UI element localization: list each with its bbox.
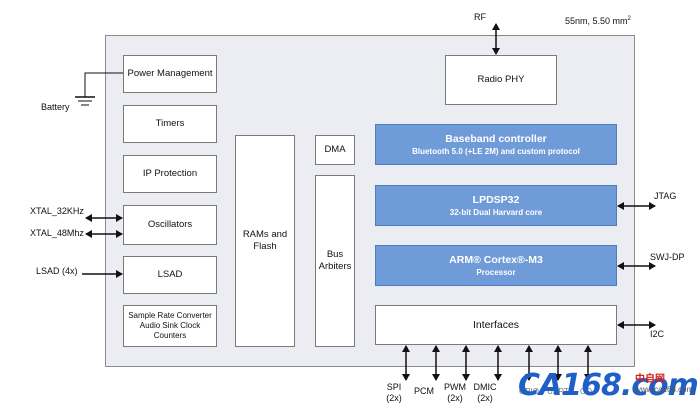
battery-wire xyxy=(84,72,123,97)
interfaces-label: Interfaces xyxy=(472,319,520,331)
baseband-subtitle: Bluetooth 5.0 (+LE 2M) and custom protoc… xyxy=(412,146,580,156)
power-management-label: Power Management xyxy=(127,68,213,79)
lpdsp32-subtitle: 32-bit Dual Harvard core xyxy=(449,207,543,217)
power-management-block: Power Management xyxy=(123,55,217,93)
dma-label: DMA xyxy=(324,144,346,155)
rams-label-line1: RAMs and xyxy=(242,229,288,240)
oscillators-label: Oscillators xyxy=(147,219,193,230)
ca168-watermark: CA168.com 中自网 www.ca168.com xyxy=(518,368,697,403)
battery-label: Battery xyxy=(41,102,70,112)
xtal32-label: XTAL_32KHz xyxy=(30,206,84,216)
xtal48-label: XTAL_48Mhz xyxy=(30,228,84,238)
arm-title: ARM® Cortex®-M3 xyxy=(449,253,543,266)
radio-phy-block: Radio PHY xyxy=(445,55,557,105)
io-label-uart: UART xyxy=(547,387,569,396)
bus-label-line2: Arbiters xyxy=(318,261,352,272)
io-label-pwm: PWM(2x) xyxy=(444,382,466,403)
src-label-line2: Audio Sink Clock Counters xyxy=(139,321,201,340)
bus-label-line1: Bus xyxy=(326,249,344,260)
bottom-io-arrows xyxy=(402,345,592,381)
ip-protection-label: IP Protection xyxy=(142,168,198,179)
lpdsp32-block: LPDSP32 32-bit Dual Harvard core xyxy=(375,185,617,226)
watermark-domain-text: www.ca168.com xyxy=(635,385,694,394)
oscillators-block: Oscillators xyxy=(123,205,217,245)
lsad-block: LSAD xyxy=(123,256,217,294)
arm-cortex-block: ARM® Cortex®-M3 Processor xyxy=(375,245,617,286)
timers-label: Timers xyxy=(155,118,185,129)
ip-protection-block: IP Protection xyxy=(123,155,217,193)
rams-flash-block: RAMs and Flash xyxy=(235,135,295,347)
io-label-pcm: PCM xyxy=(414,386,434,396)
lsad-4x-label: LSAD (4x) xyxy=(36,266,78,276)
radio-phy-label: Radio PHY xyxy=(477,74,525,85)
bus-arbiters-block: Bus Arbiters xyxy=(315,175,355,347)
rf-label: RF xyxy=(474,12,486,22)
arm-subtitle: Processor xyxy=(476,267,516,277)
lsad-label: LSAD xyxy=(157,269,183,280)
src-label-line1: Sample Rate Converter xyxy=(128,311,212,320)
timers-block: Timers xyxy=(123,105,217,143)
rams-label-line2: Flash xyxy=(253,241,277,252)
dma-block: DMA xyxy=(315,135,355,165)
baseband-title: Baseband controller xyxy=(445,132,547,145)
io-label-od: OD xyxy=(580,387,592,396)
interfaces-block: Interfaces xyxy=(375,305,617,345)
watermark-main-text: CA168.com xyxy=(518,368,697,403)
watermark-side-text: 中自网 xyxy=(635,374,665,385)
process-note: 55nm, 5.50 mm2 xyxy=(565,16,631,26)
jtag-label: JTAG xyxy=(654,191,677,201)
io-label-spi: SPI(2x) xyxy=(386,382,402,403)
io-label-gpio: GPIO xyxy=(518,387,540,396)
baseband-controller-block: Baseband controller Bluetooth 5.0 (+LE 2… xyxy=(375,124,617,165)
lpdsp32-title: LPDSP32 xyxy=(472,193,520,206)
sample-rate-converter-block: Sample Rate Converter Audio Sink Clock C… xyxy=(123,305,217,347)
i2c-label: I2C xyxy=(650,329,665,339)
io-label-dmic: DMIC(2x) xyxy=(473,382,497,403)
swj-dp-label: SWJ-DP xyxy=(650,252,685,262)
